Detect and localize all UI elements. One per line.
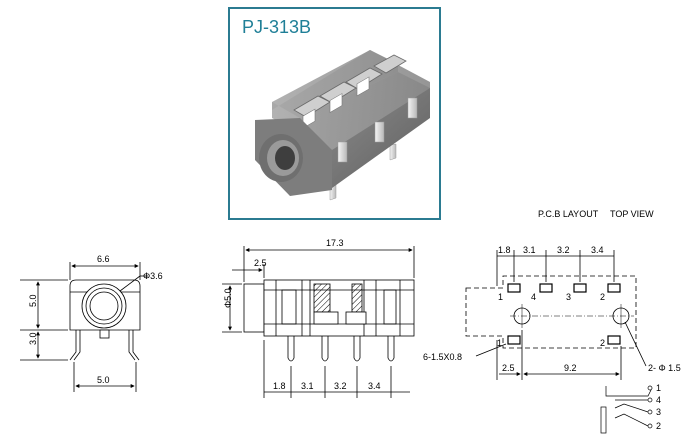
pcb-spacing-3: 3.2 <box>557 245 570 255</box>
pad-label-bottom-1: 1 <box>497 338 502 348</box>
side-view <box>222 246 415 398</box>
front-lead-height-label: 3.0 <box>28 332 38 345</box>
pcb-hole-dia-label: 2- Φ 1.5 <box>648 363 681 373</box>
side-offset-label: 2.5 <box>254 258 267 268</box>
front-height-label: 5.0 <box>28 294 38 307</box>
front-width-label: 6.6 <box>97 254 110 264</box>
side-spacing-2: 3.1 <box>301 381 314 391</box>
pcb-spacing-2: 3.1 <box>523 245 536 255</box>
front-hole-dia-label: Φ3.6 <box>143 271 163 281</box>
side-spacing-3: 3.2 <box>334 381 347 391</box>
top-view-caption: TOP VIEW <box>610 209 654 219</box>
pcb-layout-caption: P.C.B LAYOUT <box>538 209 599 219</box>
schematic-pin-3: 3 <box>656 407 661 417</box>
front-view <box>20 262 148 392</box>
pad-label-bottom-2: 2 <box>600 338 605 348</box>
front-pin-span-label: 5.0 <box>97 375 110 385</box>
product-photo-panel: PJ-313B <box>228 7 441 220</box>
schematic-pin-1: 1 <box>656 383 661 393</box>
side-length-label: 17.3 <box>326 238 344 248</box>
pad-label-2: 2 <box>600 292 605 302</box>
side-dia-label: Φ5.0 <box>223 288 233 308</box>
pad-label-3: 3 <box>566 292 571 302</box>
schematic-pin-2: 2 <box>656 421 661 431</box>
side-spacing-4: 3.4 <box>368 381 381 391</box>
pcb-layout <box>465 250 647 380</box>
pcb-hole-spacing-label: 9.2 <box>564 363 577 373</box>
pad-label-4: 4 <box>531 292 536 302</box>
pcb-spacing-4: 3.4 <box>591 245 604 255</box>
pcb-spacing-1: 1.8 <box>498 245 511 255</box>
slot-size-label: 6-1.5X0.8 <box>423 352 462 362</box>
product-title: PJ-313B <box>242 17 311 37</box>
pad-label-1: 1 <box>498 292 503 302</box>
pin-schematic <box>600 385 653 434</box>
connector-photo <box>255 50 430 201</box>
schematic-pin-4: 4 <box>656 395 661 405</box>
side-spacing-1: 1.8 <box>273 381 286 391</box>
pcb-offset-label: 2.5 <box>502 363 515 373</box>
